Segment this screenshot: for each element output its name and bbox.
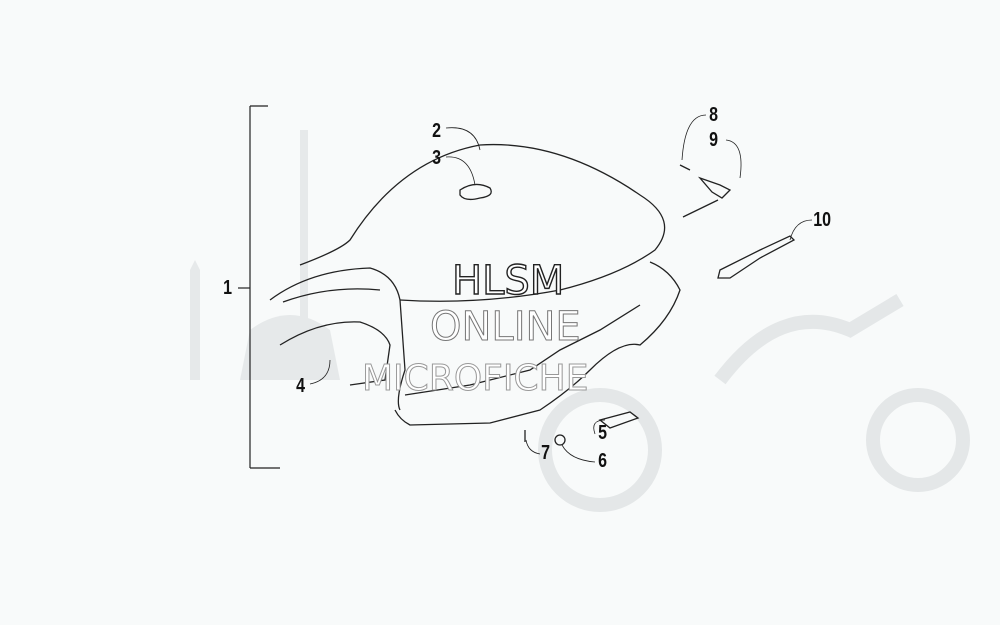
callout-7: 7 — [541, 442, 551, 464]
callout-5: 5 — [598, 422, 608, 444]
bracket — [238, 105, 280, 469]
grommet — [554, 434, 566, 446]
seat-cover — [299, 143, 666, 302]
callout-10: 10 — [813, 209, 832, 231]
seat-base-rear — [269, 267, 406, 411]
watermark-online: ONLINE — [430, 304, 582, 351]
callout-6: 6 — [598, 450, 608, 472]
strap — [598, 411, 640, 429]
latch — [679, 164, 732, 199]
callout-9: 9 — [709, 129, 719, 151]
callout-2: 2 — [432, 120, 442, 142]
seat-patch — [459, 183, 492, 201]
watermark-microfiche: MICROFICHE — [361, 358, 589, 400]
callout-1: 1 — [223, 277, 233, 299]
callout-3: 3 — [432, 147, 442, 169]
watermark-hlsm: HLSM — [451, 257, 565, 304]
seat-drawing — [269, 143, 796, 446]
callout-4: 4 — [296, 375, 306, 397]
watermark-motorcycle — [538, 293, 970, 512]
watermark-skyline — [190, 130, 340, 380]
callout-8: 8 — [709, 104, 719, 126]
seat-base-front — [394, 261, 681, 426]
wrench — [717, 235, 796, 279]
leader-lines — [309, 114, 813, 463]
